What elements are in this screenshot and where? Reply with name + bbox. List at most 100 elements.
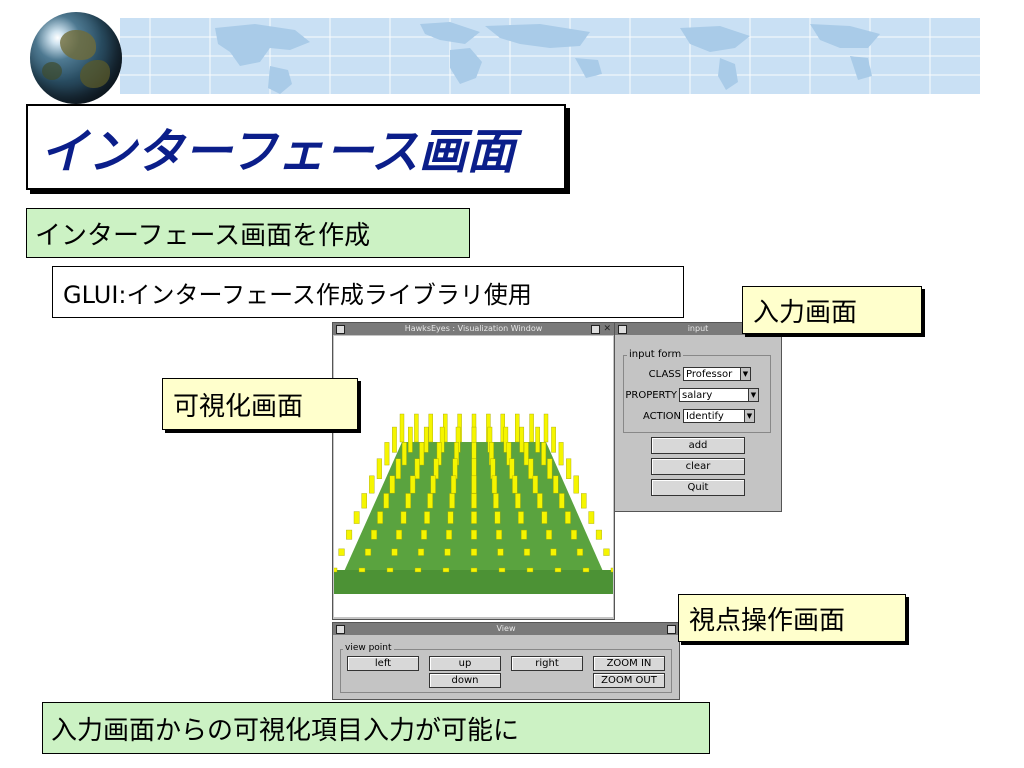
left-button[interactable]: left [347, 656, 419, 671]
bar-mark [566, 458, 572, 479]
property-select-value: salary [682, 390, 713, 401]
bar-mark [405, 493, 411, 509]
callout-input-screen: 入力画面 [742, 286, 922, 334]
visualization-canvas[interactable] [330, 336, 618, 617]
bar-mark [389, 475, 395, 494]
bar-mark [430, 475, 436, 494]
bar-mark [595, 529, 602, 540]
bar-mark [523, 442, 529, 466]
point-glui-library: GLUI:インターフェース作成ライブラリ使用 [52, 266, 684, 318]
bar-mark [523, 548, 531, 556]
bar-mark [537, 493, 543, 509]
bar-mark [450, 475, 457, 494]
down-button[interactable]: down [429, 673, 501, 688]
bar-mark [428, 413, 434, 443]
bar-mark [471, 475, 477, 494]
bar-mark [376, 458, 382, 479]
action-row: ACTION Identify ▼ [627, 409, 755, 423]
zoom-in-button[interactable]: ZOOM IN [593, 656, 665, 671]
dropdown-arrow-icon[interactable]: ▼ [744, 410, 754, 422]
bar-field [330, 413, 618, 573]
bar-mark [471, 511, 477, 524]
quit-button[interactable]: Quit [651, 479, 745, 496]
view-window-titlebar[interactable]: View [333, 623, 679, 635]
property-select[interactable]: salary ▼ [679, 388, 759, 402]
callout-viewpoint-screen-text: 視点操作画面 [689, 605, 846, 636]
bar-mark [401, 442, 407, 466]
bar-mark [371, 529, 378, 540]
dropdown-arrow-icon[interactable]: ▼ [740, 368, 750, 380]
bar-mark [570, 529, 577, 540]
bar-mark [588, 511, 595, 524]
class-select[interactable]: Professor ▼ [683, 367, 751, 381]
clear-button[interactable]: clear [651, 458, 745, 475]
bar-mark [384, 442, 390, 466]
up-button[interactable]: up [429, 656, 501, 671]
bar-mark [518, 511, 524, 524]
bar-mark [581, 493, 587, 509]
bar-mark [419, 442, 425, 466]
bar-mark [358, 567, 366, 573]
bar-mark [361, 493, 367, 509]
point-create-interface: インターフェース画面を作成 [26, 208, 470, 258]
bar-mark [603, 548, 610, 556]
bar-mark [532, 475, 538, 494]
slide-title-box: インターフェース画面 [26, 104, 566, 190]
bar-mark [421, 529, 428, 540]
bar-mark [444, 548, 451, 556]
point-glui-library-text: GLUI:インターフェース作成ライブラリ使用 [63, 280, 532, 309]
callout-visualization-screen: 可視化画面 [162, 378, 358, 430]
bar-mark [535, 426, 540, 453]
bar-mark [491, 475, 498, 494]
bar-mark [497, 548, 504, 556]
callout-visualization-screen-text: 可視化画面 [173, 391, 304, 422]
bar-mark [528, 458, 534, 479]
view-window-title: View [496, 624, 516, 633]
bar-mark [520, 529, 527, 540]
bar-mark [509, 458, 515, 479]
add-button[interactable]: add [651, 437, 745, 454]
header-map-banner [120, 18, 980, 94]
dropdown-arrow-icon[interactable]: ▼ [748, 389, 758, 401]
bar-mark [369, 475, 375, 494]
close-icon[interactable]: ✕ [603, 324, 611, 334]
bar-mark [396, 529, 403, 540]
bar-mark [447, 511, 454, 524]
window-menu-icon[interactable] [336, 625, 345, 634]
world-map-graphic [120, 18, 980, 94]
visualization-window-titlebar[interactable]: HawksEyes : Visualization Window ✕ [333, 323, 614, 335]
property-label: PROPERTY [625, 389, 677, 401]
zoom-out-button[interactable]: ZOOM OUT [593, 673, 665, 688]
bar-mark [526, 567, 534, 573]
bar-mark [512, 475, 518, 494]
bar-mark [550, 548, 557, 556]
input-window-title: input [687, 324, 709, 333]
bar-mark [395, 458, 401, 479]
input-window: input input form CLASS Professor ▼ PROPE… [614, 322, 782, 512]
bar-mark [364, 548, 372, 556]
bar-mark [582, 567, 590, 573]
maximize-icon[interactable] [591, 325, 600, 334]
window-menu-icon[interactable] [336, 325, 345, 334]
property-row: PROPERTY salary ▼ [619, 388, 759, 402]
bar-mark [338, 548, 345, 556]
bar-mark [392, 426, 397, 453]
bar-mark [386, 567, 394, 573]
maximize-icon[interactable] [667, 625, 676, 634]
action-select-value: Identify [686, 411, 724, 422]
bar-mark [414, 567, 422, 573]
bar-mark [439, 426, 445, 453]
point-create-interface-text: インターフェース画面を作成 [35, 220, 371, 251]
window-menu-icon[interactable] [618, 325, 627, 334]
bar-mark [547, 458, 553, 479]
bar-mark [498, 567, 506, 573]
action-select[interactable]: Identify ▼ [683, 409, 755, 423]
view-window: View view point left up right ZOOM IN do… [332, 622, 680, 700]
input-window-titlebar[interactable]: input [615, 323, 781, 335]
bar-mark [414, 413, 419, 443]
right-button[interactable]: right [511, 656, 583, 671]
bar-mark [471, 493, 477, 509]
bar-mark [391, 548, 398, 556]
action-label: ACTION [642, 410, 681, 422]
bar-mark [424, 511, 430, 524]
